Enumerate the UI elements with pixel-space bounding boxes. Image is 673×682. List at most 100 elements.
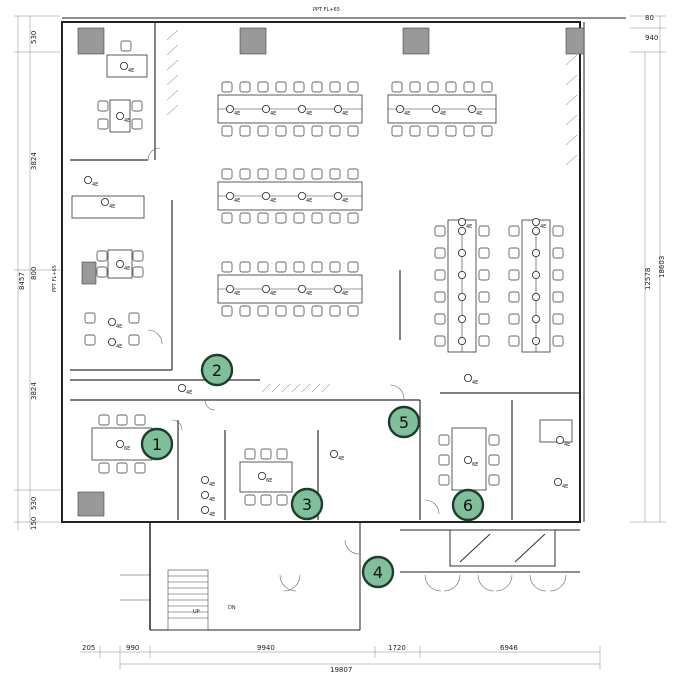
chair — [478, 247, 490, 259]
chair — [347, 125, 359, 137]
outlet-tag: 4E — [306, 198, 312, 204]
chair — [275, 305, 287, 317]
zone-marker-4 — [361, 555, 395, 589]
chair — [488, 474, 500, 486]
chair — [347, 168, 359, 180]
zone-marker-number: 5 — [399, 413, 409, 432]
outlet-tag: 4E — [270, 198, 276, 204]
outlet-symbol — [457, 314, 466, 323]
side-table — [539, 419, 573, 443]
chairs — [84, 40, 564, 506]
chair — [311, 261, 323, 273]
chair — [508, 247, 520, 259]
chair — [481, 81, 493, 93]
outlet-symbol — [532, 292, 541, 301]
chair — [257, 261, 269, 273]
outlet-symbol — [200, 475, 209, 484]
outlet-symbol — [532, 217, 541, 226]
outlet-symbol — [116, 259, 125, 268]
zone-marker-5 — [387, 405, 421, 439]
chair — [257, 81, 269, 93]
outlet-tag: 4E — [234, 291, 240, 297]
chair — [116, 462, 128, 474]
outlet-tag: 4E — [562, 484, 568, 490]
outlet-symbol — [532, 336, 541, 345]
chair — [438, 474, 450, 486]
chair — [434, 335, 446, 347]
zone-marker-3 — [290, 487, 324, 521]
outlet-tag: 4E — [92, 182, 98, 188]
chair — [478, 225, 490, 237]
chair — [98, 414, 110, 426]
chair — [434, 225, 446, 237]
chair — [293, 168, 305, 180]
chair — [131, 118, 143, 130]
outlet-tag: 4E — [109, 204, 115, 210]
outlet-symbol — [225, 284, 234, 293]
outlet-symbol — [297, 191, 306, 200]
outlet-symbol — [261, 191, 270, 200]
chair — [481, 125, 493, 137]
chair — [116, 414, 128, 426]
reception-desk — [71, 195, 145, 219]
chair — [329, 261, 341, 273]
dim-right-inner: 12578 — [644, 268, 652, 290]
outlet-tag: 4E — [209, 482, 215, 488]
chair — [257, 305, 269, 317]
outlet-symbol — [457, 292, 466, 301]
chair — [120, 40, 132, 52]
chair — [260, 494, 272, 506]
outlet-symbol — [101, 197, 110, 206]
outlet-tag: 4E — [306, 111, 312, 117]
chair — [508, 291, 520, 303]
dim-bottom-1: 205 — [82, 644, 95, 652]
outlet-tag: 6E — [472, 462, 478, 468]
dim-bottom-3: 9940 — [257, 644, 275, 652]
chair — [438, 434, 450, 446]
doors — [147, 147, 567, 592]
chair — [434, 247, 446, 259]
chair — [239, 81, 251, 93]
outlet-symbol — [225, 105, 234, 114]
outlet-symbol — [532, 270, 541, 279]
chair — [445, 125, 457, 137]
outlet-tag: 4E — [209, 497, 215, 503]
chair — [391, 125, 403, 137]
chair — [311, 305, 323, 317]
chair — [221, 212, 233, 224]
chair — [257, 212, 269, 224]
outlet-symbol — [333, 284, 342, 293]
chair — [275, 125, 287, 137]
chair — [409, 81, 421, 93]
chair — [257, 168, 269, 180]
chair — [508, 313, 520, 325]
chair — [221, 168, 233, 180]
outlet-symbol — [463, 455, 472, 464]
chair — [293, 81, 305, 93]
chair — [239, 261, 251, 273]
chair — [488, 454, 500, 466]
meeting-table-3 — [239, 461, 293, 493]
outlet-symbol — [556, 435, 565, 444]
chair — [97, 100, 109, 112]
zone-marker-number: 3 — [302, 495, 312, 514]
zone-marker-number: 6 — [463, 496, 473, 515]
chair — [132, 266, 144, 278]
outlet-tag: 4E — [209, 512, 215, 518]
chair — [293, 305, 305, 317]
workstations — [71, 54, 573, 493]
chair — [552, 291, 564, 303]
outlet-symbol — [108, 317, 117, 326]
outlet-symbol — [120, 62, 129, 71]
chair — [96, 266, 108, 278]
chair — [239, 125, 251, 137]
outlet-tag: 4E — [476, 111, 482, 117]
dim-bottom-5: 6946 — [500, 644, 518, 652]
chair — [434, 313, 446, 325]
chair — [391, 81, 403, 93]
chair — [438, 454, 450, 466]
outlet-symbol — [108, 337, 117, 346]
chair — [221, 261, 233, 273]
